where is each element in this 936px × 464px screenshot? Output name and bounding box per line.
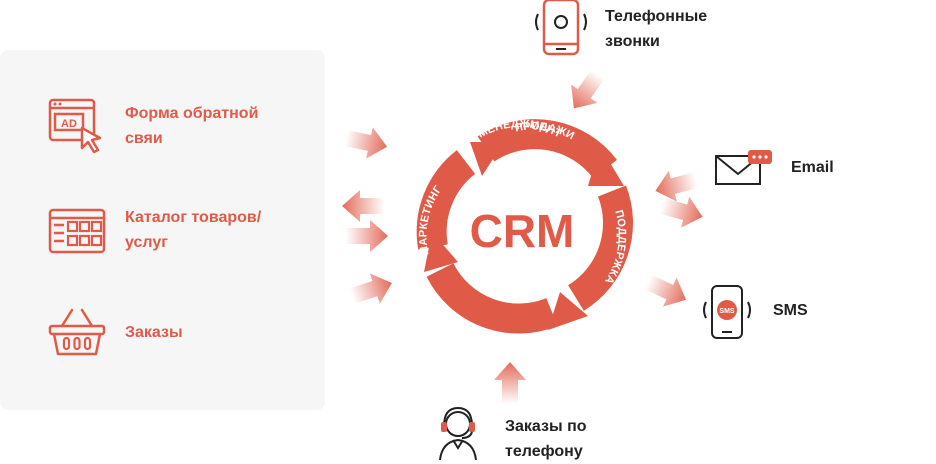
arrow-phone-orders <box>494 362 526 404</box>
crm-center-label: CRM <box>470 205 575 257</box>
mobile-phone-icon <box>535 0 587 56</box>
phone-calls-label: Телефонные звонки <box>605 8 708 50</box>
ad-click-icon: AD <box>48 98 102 154</box>
arrow-in-3 <box>347 267 397 312</box>
feedback-form-label: Форма обратной свяи <box>125 105 259 147</box>
segment-support <box>567 185 633 311</box>
sms-phone-icon <box>703 285 751 339</box>
arrow-sms <box>641 267 693 315</box>
catalog-label: Каталог товаров/ услуг <box>125 209 262 251</box>
envelope-icon <box>715 150 772 185</box>
segment-sales <box>477 119 617 179</box>
segment-marketing <box>416 150 476 250</box>
arrow-in-1 <box>342 122 391 163</box>
sources-panel <box>0 50 325 410</box>
basket-icon <box>48 308 106 356</box>
operator-headset-icon <box>439 406 477 460</box>
arrow-phone-calls <box>560 64 612 118</box>
ring-arrowhead-3 <box>424 232 458 272</box>
arrow-out-1 <box>342 190 384 222</box>
arrow-in-2 <box>346 220 388 252</box>
phone-orders-label: Заказы по телефону <box>505 418 587 460</box>
arrow-email-in <box>651 164 701 207</box>
sms-label: SMS <box>773 302 808 319</box>
ring-arrowhead-4 <box>470 142 504 176</box>
ring-arrowhead-2 <box>548 292 588 330</box>
catalog-grid-icon <box>48 208 106 254</box>
sms-badge-text: SMS <box>719 308 735 315</box>
segment-management <box>426 262 558 334</box>
ring-arrowhead-1 <box>588 146 624 186</box>
orders-label: Заказы <box>125 324 183 341</box>
arrow-email-out <box>657 190 707 233</box>
email-label: Email <box>791 159 834 176</box>
crm-ring: ПРОДАЖИ ПОДДЕРЖКА МЕНЕДЖМЕНТ МАРКЕТИНГ C… <box>416 118 633 334</box>
svg-text:AD: AD <box>61 118 77 130</box>
